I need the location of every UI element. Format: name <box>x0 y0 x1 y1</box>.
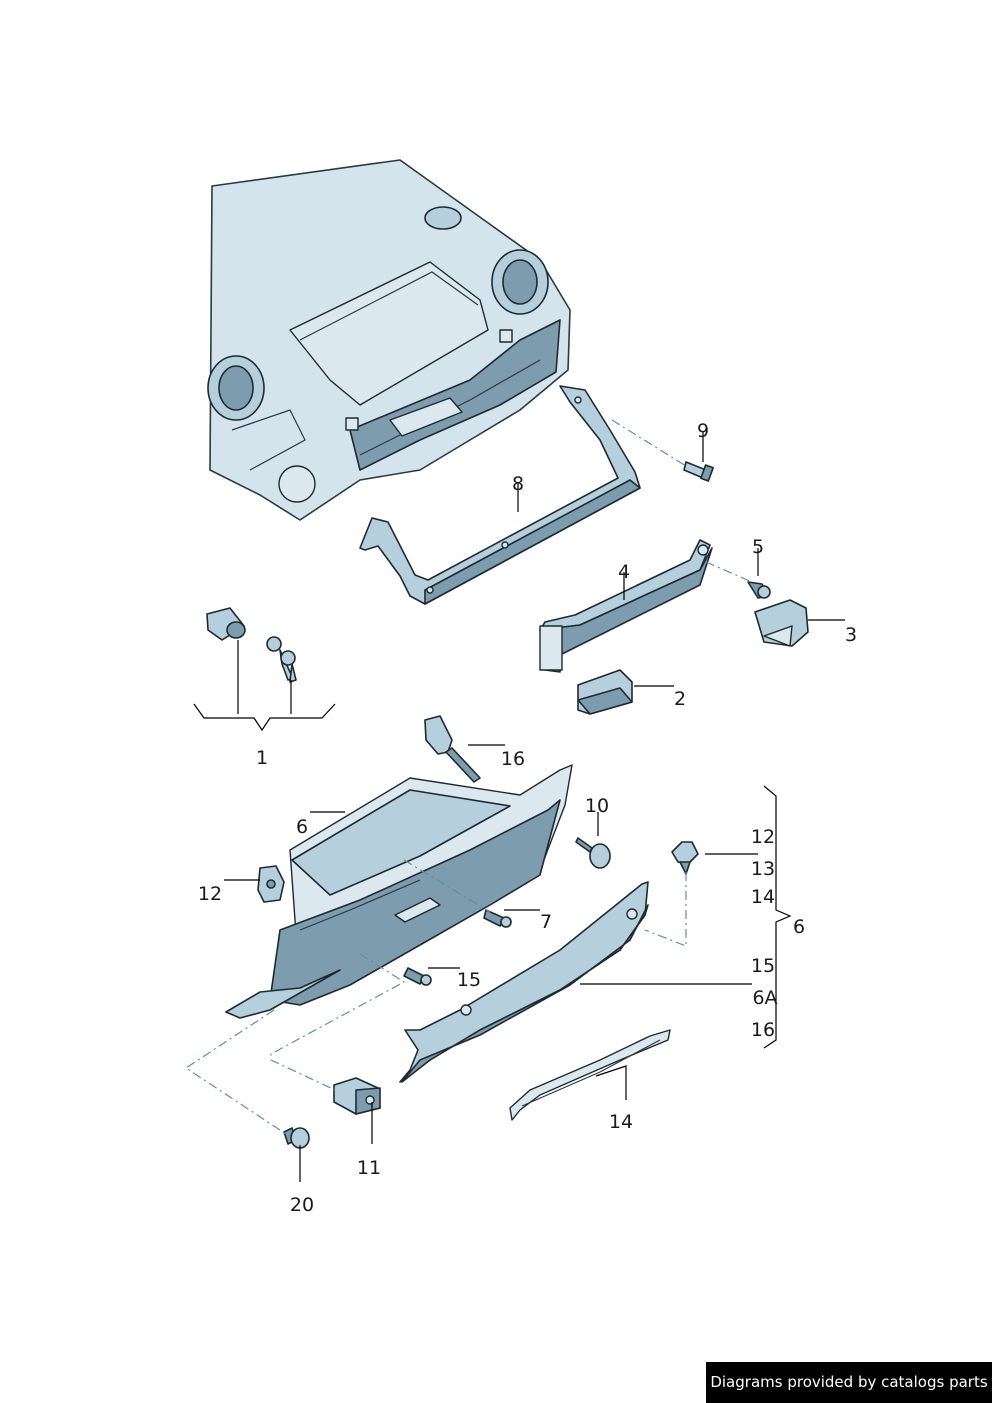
seal-strip-part-14 <box>509 1029 671 1121</box>
screw-part-5 <box>747 581 771 599</box>
credit-banner: Diagrams provided by catalogs parts <box>706 1362 992 1403</box>
stop-part-10 <box>575 837 611 869</box>
leader-lines <box>193 432 845 1182</box>
callout-3: 3 <box>845 624 857 646</box>
callout-14-group: 14 <box>751 886 775 908</box>
callout-16-latch: 16 <box>501 748 525 770</box>
latch-rod-part-16 <box>424 715 481 783</box>
clip-part-12-left <box>257 865 285 903</box>
callout-9: 9 <box>697 420 709 442</box>
dashboard-illustration <box>207 159 571 521</box>
callout-7: 7 <box>540 911 552 933</box>
callout-5: 5 <box>752 536 764 558</box>
callout-2: 2 <box>674 688 686 710</box>
callout-6-group: 6 <box>793 916 805 938</box>
assembly-dash-lines <box>184 419 753 1135</box>
callout-labels: 9 8 5 4 3 2 1 16 10 6 12 13 12 14 7 6 15… <box>198 420 857 1216</box>
latch-part-11 <box>333 1077 381 1115</box>
callout-15-screw: 15 <box>457 969 481 991</box>
bolt-part-9 <box>683 461 714 482</box>
callout-6-box: 6 <box>296 816 308 838</box>
callout-4: 4 <box>618 561 630 583</box>
callout-14-seal: 14 <box>609 1111 633 1133</box>
callout-10: 10 <box>585 795 609 817</box>
callout-15-group: 15 <box>751 955 775 977</box>
keys-part-1 <box>266 636 297 683</box>
screw-part-7 <box>483 909 512 928</box>
callout-13: 13 <box>751 858 775 880</box>
cap-part-3 <box>754 599 809 647</box>
cover-part-2 <box>577 669 633 715</box>
callout-12-clip: 12 <box>198 883 222 905</box>
callout-12-group: 12 <box>751 826 775 848</box>
callout-20: 20 <box>290 1194 314 1216</box>
glove-box-part-6 <box>225 764 573 1019</box>
screw-part-15 <box>403 967 432 986</box>
buffer-part-12-13-14 <box>671 841 699 875</box>
lock-cylinder-part-1 <box>206 607 246 641</box>
lid-part-6A <box>399 881 649 1083</box>
callout-1: 1 <box>256 747 268 769</box>
callout-6A: 6A <box>752 987 777 1009</box>
handle-part-4 <box>539 539 713 673</box>
callout-16-group: 16 <box>751 1019 775 1041</box>
plug-part-20 <box>283 1127 310 1149</box>
bracket-part-8 <box>359 385 641 605</box>
callout-8: 8 <box>512 473 524 495</box>
callout-11: 11 <box>357 1157 381 1179</box>
